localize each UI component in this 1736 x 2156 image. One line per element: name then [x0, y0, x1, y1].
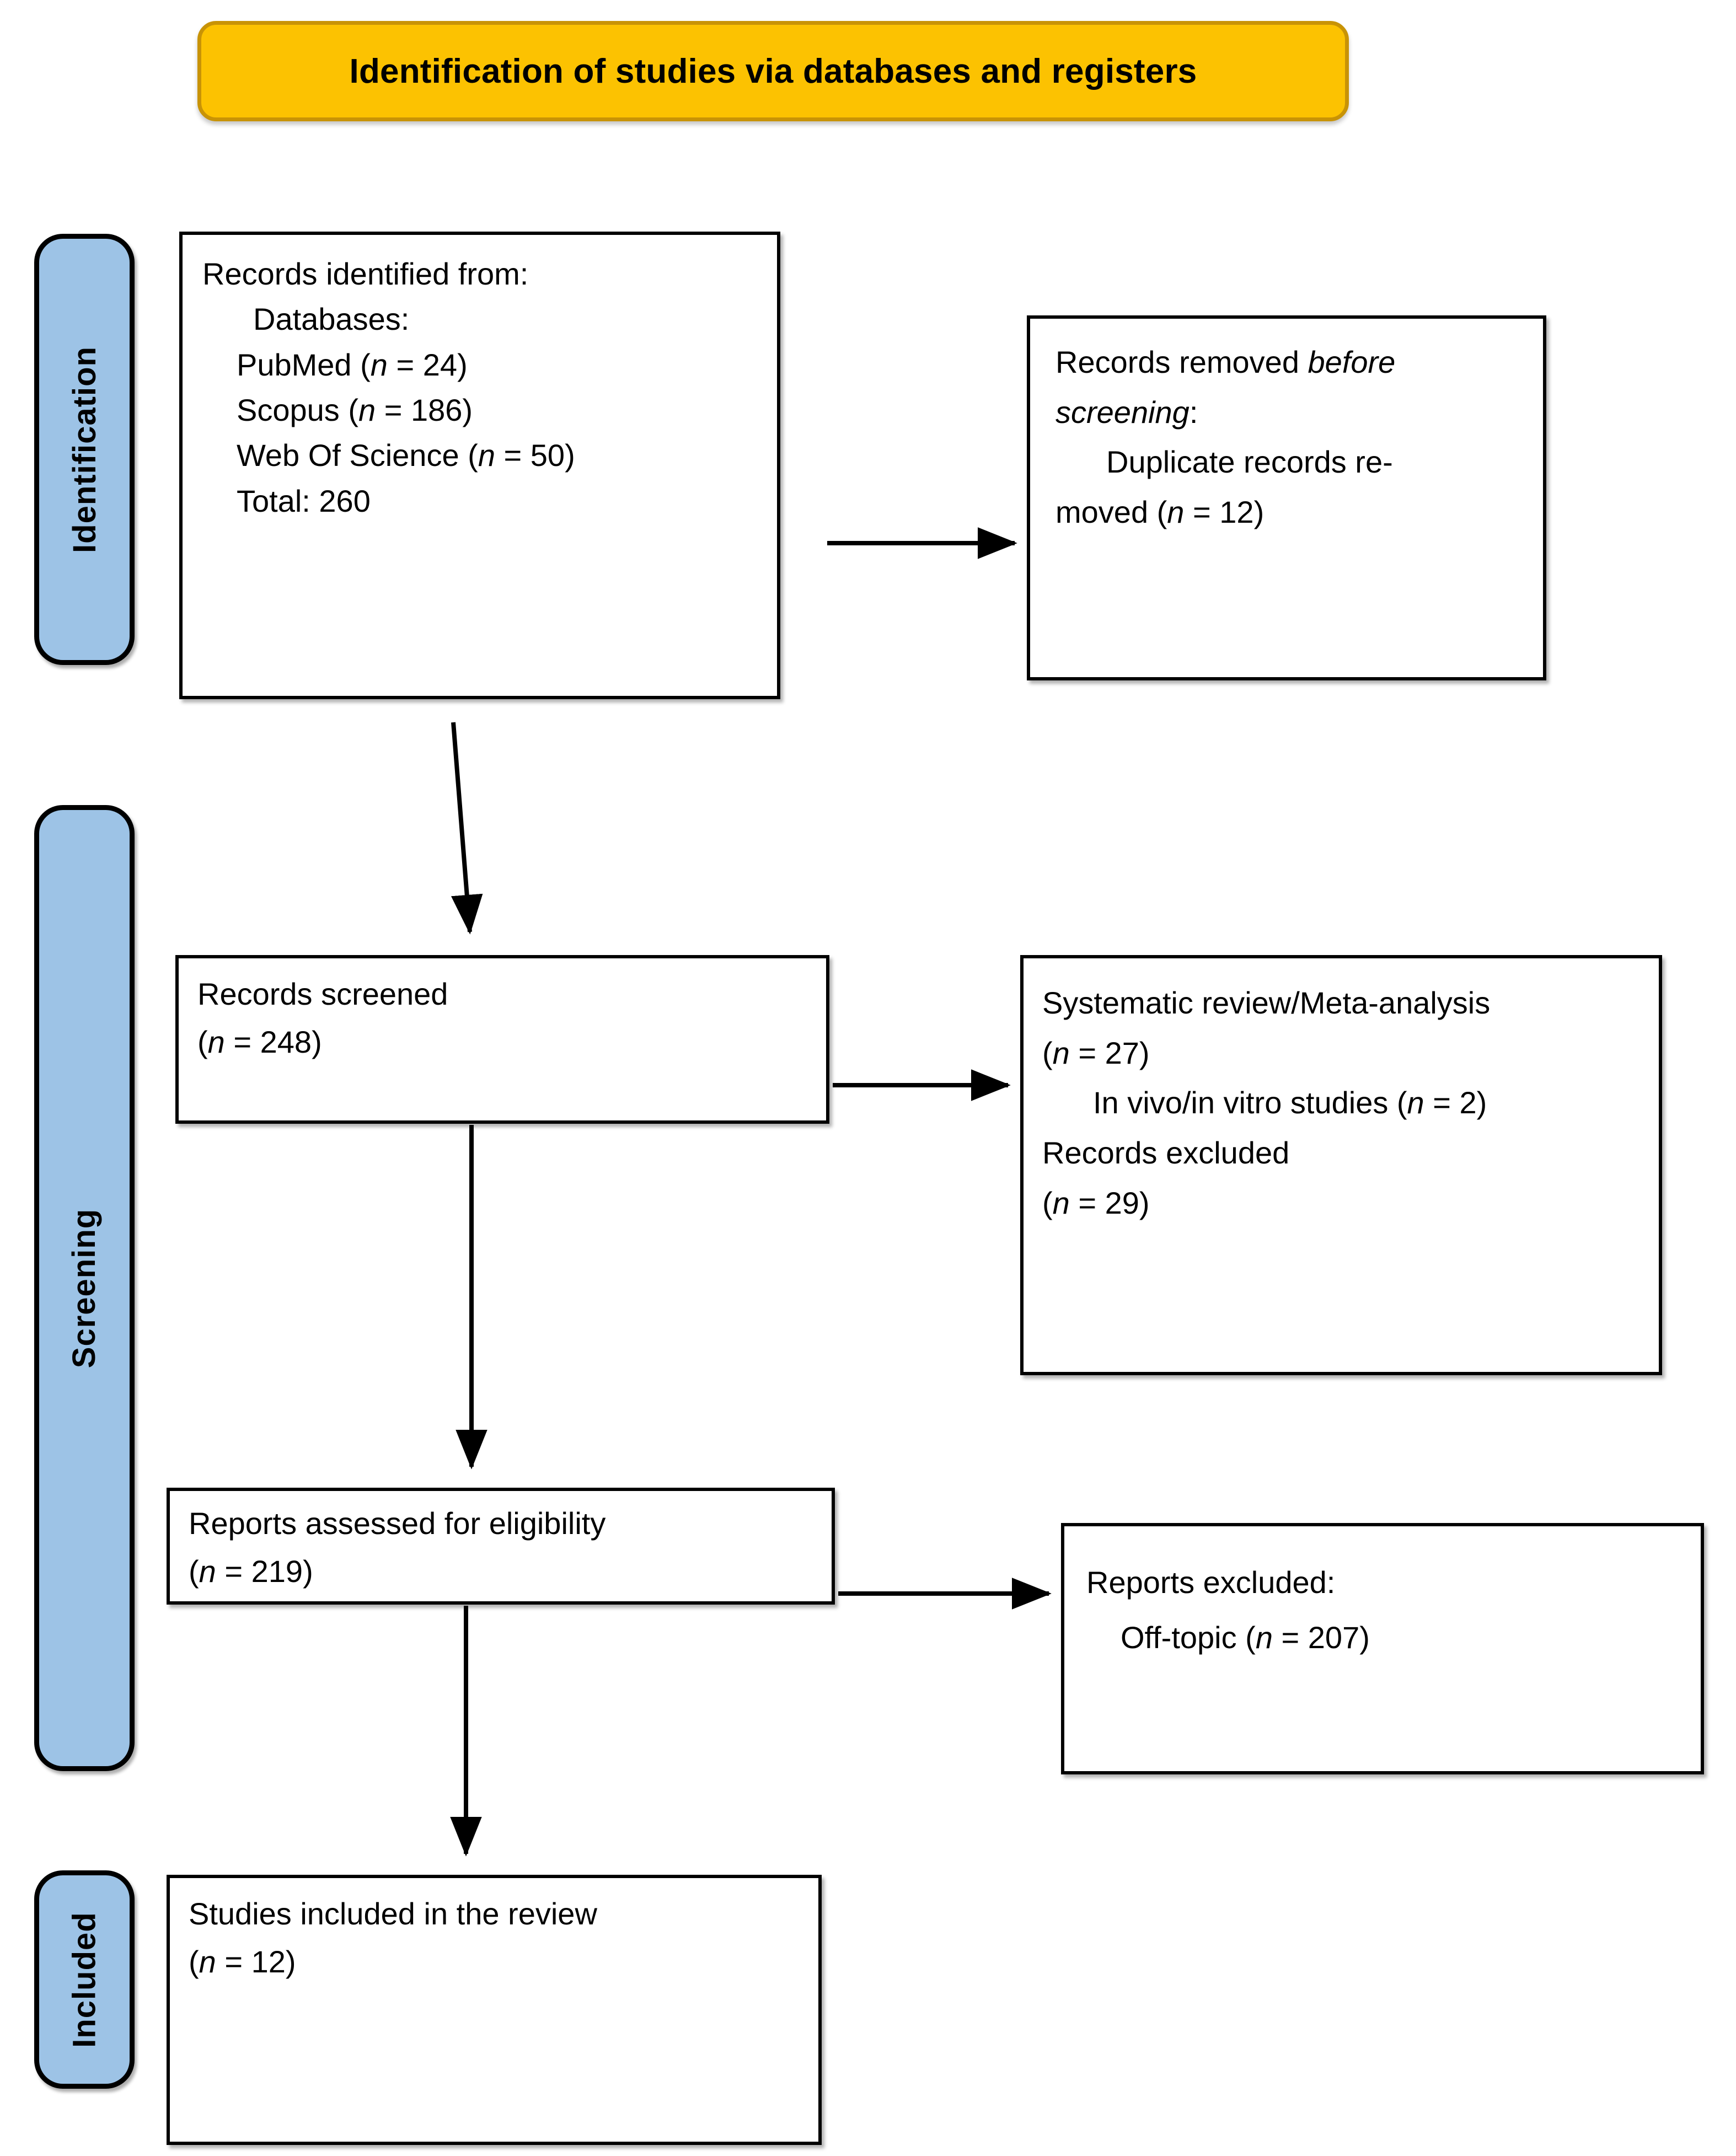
- records-identified-pubmed: PubMed (n = 24): [202, 342, 757, 388]
- included-value: = 12): [216, 1944, 296, 1979]
- paren-open: (: [197, 1024, 208, 1059]
- scopus-count: = 186): [376, 392, 473, 427]
- in-vivo-value: = 2): [1424, 1085, 1487, 1120]
- wos-count: = 50): [495, 438, 575, 473]
- box-reports-assessed-eligibility: Reports assessed for eligibility (n = 21…: [167, 1488, 835, 1605]
- box-records-identified: Records identified from: Databases: PubM…: [179, 232, 780, 699]
- pubmed-label: PubMed (: [237, 347, 371, 382]
- duplicate-records-line2: moved (n = 12): [1055, 487, 1520, 538]
- paren-open: (: [189, 1553, 199, 1589]
- records-identified-title: Records identified from:: [202, 256, 529, 291]
- eligibility-count: (n = 219): [189, 1548, 813, 1596]
- records-screened-count: (n = 248): [197, 1018, 807, 1066]
- reports-excluded-title: Reports excluded:: [1086, 1565, 1336, 1600]
- records-excluded-count: (n = 29): [1042, 1178, 1640, 1229]
- box-records-removed: Records removed before screening: Duplic…: [1027, 315, 1546, 680]
- stage-bar-screening: Screening: [34, 805, 135, 1771]
- duplicate-count: = 12): [1184, 495, 1265, 530]
- n-symbol: n: [1407, 1085, 1424, 1120]
- scopus-label: Scopus (: [237, 392, 358, 427]
- box-records-screened: Records screened (n = 248): [175, 955, 829, 1124]
- stage-bar-included: Included: [34, 1870, 135, 2089]
- records-identified-databases-label: Databases:: [253, 302, 410, 337]
- n-symbol: n: [1167, 495, 1185, 530]
- wos-label: Web Of Science (: [237, 438, 478, 473]
- n-symbol: n: [1255, 1619, 1273, 1655]
- systematic-review-count: (n = 27): [1042, 1028, 1640, 1079]
- n-symbol: n: [1052, 1185, 1070, 1220]
- diagram-header-banner: Identification of studies via databases …: [197, 21, 1349, 121]
- studies-included-title: Studies included in the review: [189, 1896, 597, 1931]
- in-vivo-label: In vivo/in vitro studies (: [1093, 1085, 1407, 1120]
- stage-bar-identification: Identification: [34, 234, 135, 665]
- off-topic-value: = 207): [1272, 1619, 1370, 1655]
- box-reports-excluded: Reports excluded: Off-topic (n = 207): [1061, 1523, 1704, 1774]
- excluded-value: = 29): [1069, 1185, 1150, 1220]
- stage-label-identification: Identification: [66, 346, 103, 553]
- n-symbol: n: [478, 438, 495, 473]
- box-records-excluded-screening: Systematic review/Meta-analysis (n = 27)…: [1020, 955, 1662, 1375]
- duplicate-records-line1: Duplicate records re-: [1106, 444, 1393, 480]
- pubmed-count: = 24): [387, 347, 468, 382]
- colon: :: [1189, 394, 1198, 430]
- box-studies-included: Studies included in the review (n = 12): [167, 1875, 822, 2145]
- records-identified-scopus: Scopus (n = 186): [202, 388, 757, 433]
- arrow-identified-to-screened: [451, 722, 483, 935]
- records-removed-label: Records removed: [1055, 345, 1308, 379]
- paren-open: (: [1042, 1035, 1053, 1070]
- n-symbol: n: [1052, 1035, 1070, 1070]
- in-vivo-in-vitro-line: In vivo/in vitro studies (n = 2): [1042, 1078, 1640, 1128]
- page-title: Identification of studies via databases …: [349, 52, 1197, 90]
- sysrev-value: = 27): [1069, 1035, 1150, 1070]
- screening-emphasis: screening: [1055, 394, 1190, 430]
- records-identified-wos: Web Of Science (n = 50): [202, 433, 757, 478]
- before-emphasis: before: [1308, 345, 1396, 379]
- n-symbol: n: [207, 1024, 225, 1059]
- n-symbol: n: [199, 1553, 216, 1589]
- records-removed-subtitle: screening:: [1055, 388, 1520, 438]
- records-removed-title: Records removed before: [1055, 337, 1520, 388]
- studies-included-count: (n = 12): [189, 1938, 800, 1986]
- eligibility-value: = 219): [216, 1553, 313, 1589]
- records-screened-title: Records screened: [197, 977, 448, 1011]
- eligibility-title: Reports assessed for eligibility: [189, 1506, 606, 1541]
- records-identified-total: Total: 260: [237, 483, 371, 518]
- paren-open: (: [1042, 1185, 1053, 1220]
- records-excluded-label: Records excluded: [1042, 1135, 1290, 1171]
- n-symbol: n: [370, 347, 388, 382]
- moved-label: moved (: [1055, 495, 1167, 530]
- systematic-review-label: Systematic review/Meta-analysis: [1042, 985, 1491, 1020]
- off-topic-line: Off-topic (n = 207): [1086, 1610, 1679, 1665]
- paren-open: (: [189, 1944, 199, 1979]
- stage-label-included: Included: [66, 1911, 103, 2048]
- n-symbol: n: [358, 392, 376, 427]
- screened-value: = 248): [224, 1024, 322, 1059]
- n-symbol: n: [199, 1944, 216, 1979]
- stage-label-screening: Screening: [66, 1208, 103, 1368]
- off-topic-label: Off-topic (: [1121, 1619, 1256, 1655]
